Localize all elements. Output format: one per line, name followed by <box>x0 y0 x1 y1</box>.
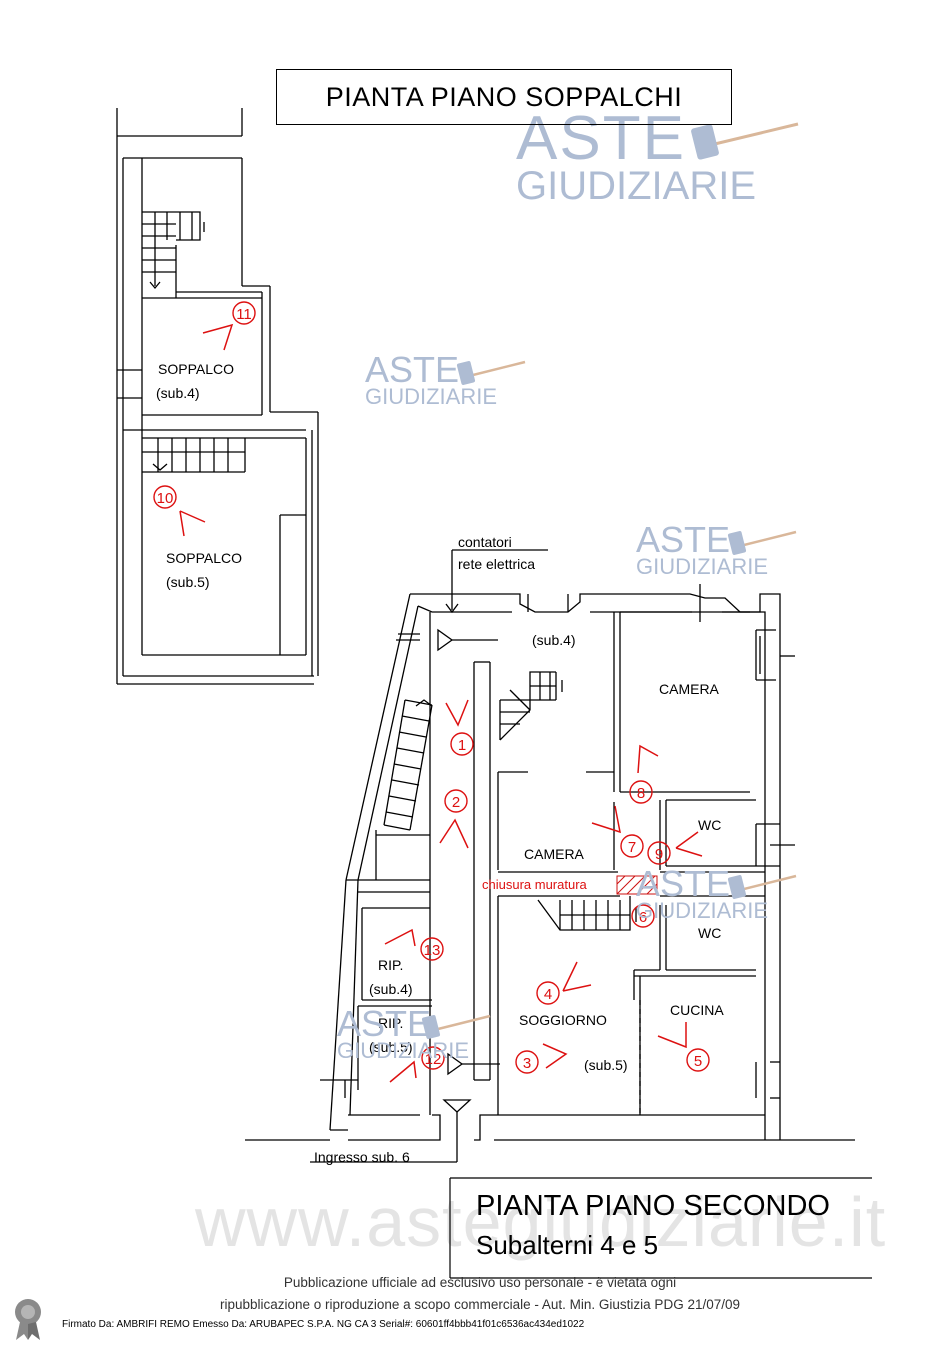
label-soppalco-sub5: SOPPALCO <box>166 550 242 566</box>
label-wc-1: WC <box>698 817 721 833</box>
label-sub5-floor: (sub.5) <box>584 1057 628 1073</box>
marker-5: 5 <box>694 1053 702 1070</box>
gavel-icon-4 <box>727 874 797 899</box>
label-sub5-mezz: (sub.5) <box>166 574 210 590</box>
marker-12: 12 <box>425 1051 442 1068</box>
aste-watermark-5: ASTE GIUDIZIARIE <box>337 1003 470 1063</box>
publication-notice-line2: ripubblicazione o riproduzione a scopo c… <box>219 1297 740 1312</box>
title-frame <box>449 1177 872 1279</box>
label-soggiorno: SOGGIORNO <box>519 1012 607 1028</box>
seal-icon <box>15 1299 41 1340</box>
mezzanine-plan-title: PIANTA PIANO SOPPALCHI <box>276 69 732 125</box>
marker-8: 8 <box>637 785 645 802</box>
marker-13: 13 <box>424 942 441 959</box>
aste-watermark-3: ASTE GIUDIZIARIE <box>636 519 769 579</box>
aste-watermark-large: ASTE GIUDIZIARIE <box>516 104 757 208</box>
label-soppalco-sub4: SOPPALCO <box>158 361 234 377</box>
label-cucina: CUCINA <box>670 1002 724 1018</box>
digital-signature: Firmato Da: AMBRIFI REMO Emesso Da: ARUB… <box>62 1319 585 1330</box>
publication-notice-line1: Pubblicazione ufficiale ad esclusivo uso… <box>283 1275 677 1290</box>
second-floor-walls <box>245 549 855 1163</box>
marker-1: 1 <box>458 737 466 754</box>
marker-3: 3 <box>523 1055 531 1072</box>
marker-4: 4 <box>544 986 552 1003</box>
label-camera-1: CAMERA <box>659 681 720 697</box>
gavel-icon-5 <box>421 1014 491 1039</box>
marker-circles <box>153 301 710 1074</box>
label-rip-2: RIP. <box>378 1015 403 1031</box>
label-contatori: contatori <box>458 534 512 550</box>
site-watermark: www.astegiudiziarie.it <box>195 1183 887 1261</box>
viewpoint-arrows <box>179 323 703 1083</box>
label-rip-1: RIP. <box>378 957 403 973</box>
label-chiusura-muratura: chiusura muratura <box>482 877 588 892</box>
marker-7: 7 <box>628 839 636 856</box>
gavel-icon-2 <box>456 360 526 385</box>
label-camera-2: CAMERA <box>524 846 585 862</box>
mezzanine-walls <box>116 108 319 685</box>
marker-11: 11 <box>236 306 252 323</box>
aste-watermark-4: ASTE GIUDIZIARIE <box>636 863 769 923</box>
marker-9: 9 <box>655 846 663 863</box>
marker-2: 2 <box>452 794 460 811</box>
label-sub4-mezz: (sub.4) <box>156 385 200 401</box>
label-sub4-floor: (sub.4) <box>532 632 576 648</box>
subunits-subtitle: Subalterni 4 e 5 <box>476 1230 659 1260</box>
marker-10: 10 <box>157 490 174 507</box>
aste-watermark-2: ASTE GIUDIZIARIE <box>365 349 498 409</box>
chiusura-hatch <box>616 875 658 895</box>
second-floor-plan-title: PIANTA PIANO SECONDO <box>476 1190 830 1222</box>
gavel-icon <box>691 122 799 160</box>
label-wc-2: WC <box>698 925 721 941</box>
marker-6: 6 <box>639 909 647 926</box>
label-rete-elettrica: rete elettrica <box>458 556 535 572</box>
label-rip-sub4: (sub.4) <box>369 981 413 997</box>
gavel-icon-3 <box>727 530 797 555</box>
label-ingresso: Ingresso sub. 6 <box>314 1149 410 1165</box>
label-rip-sub5: (sub.5) <box>369 1039 413 1055</box>
